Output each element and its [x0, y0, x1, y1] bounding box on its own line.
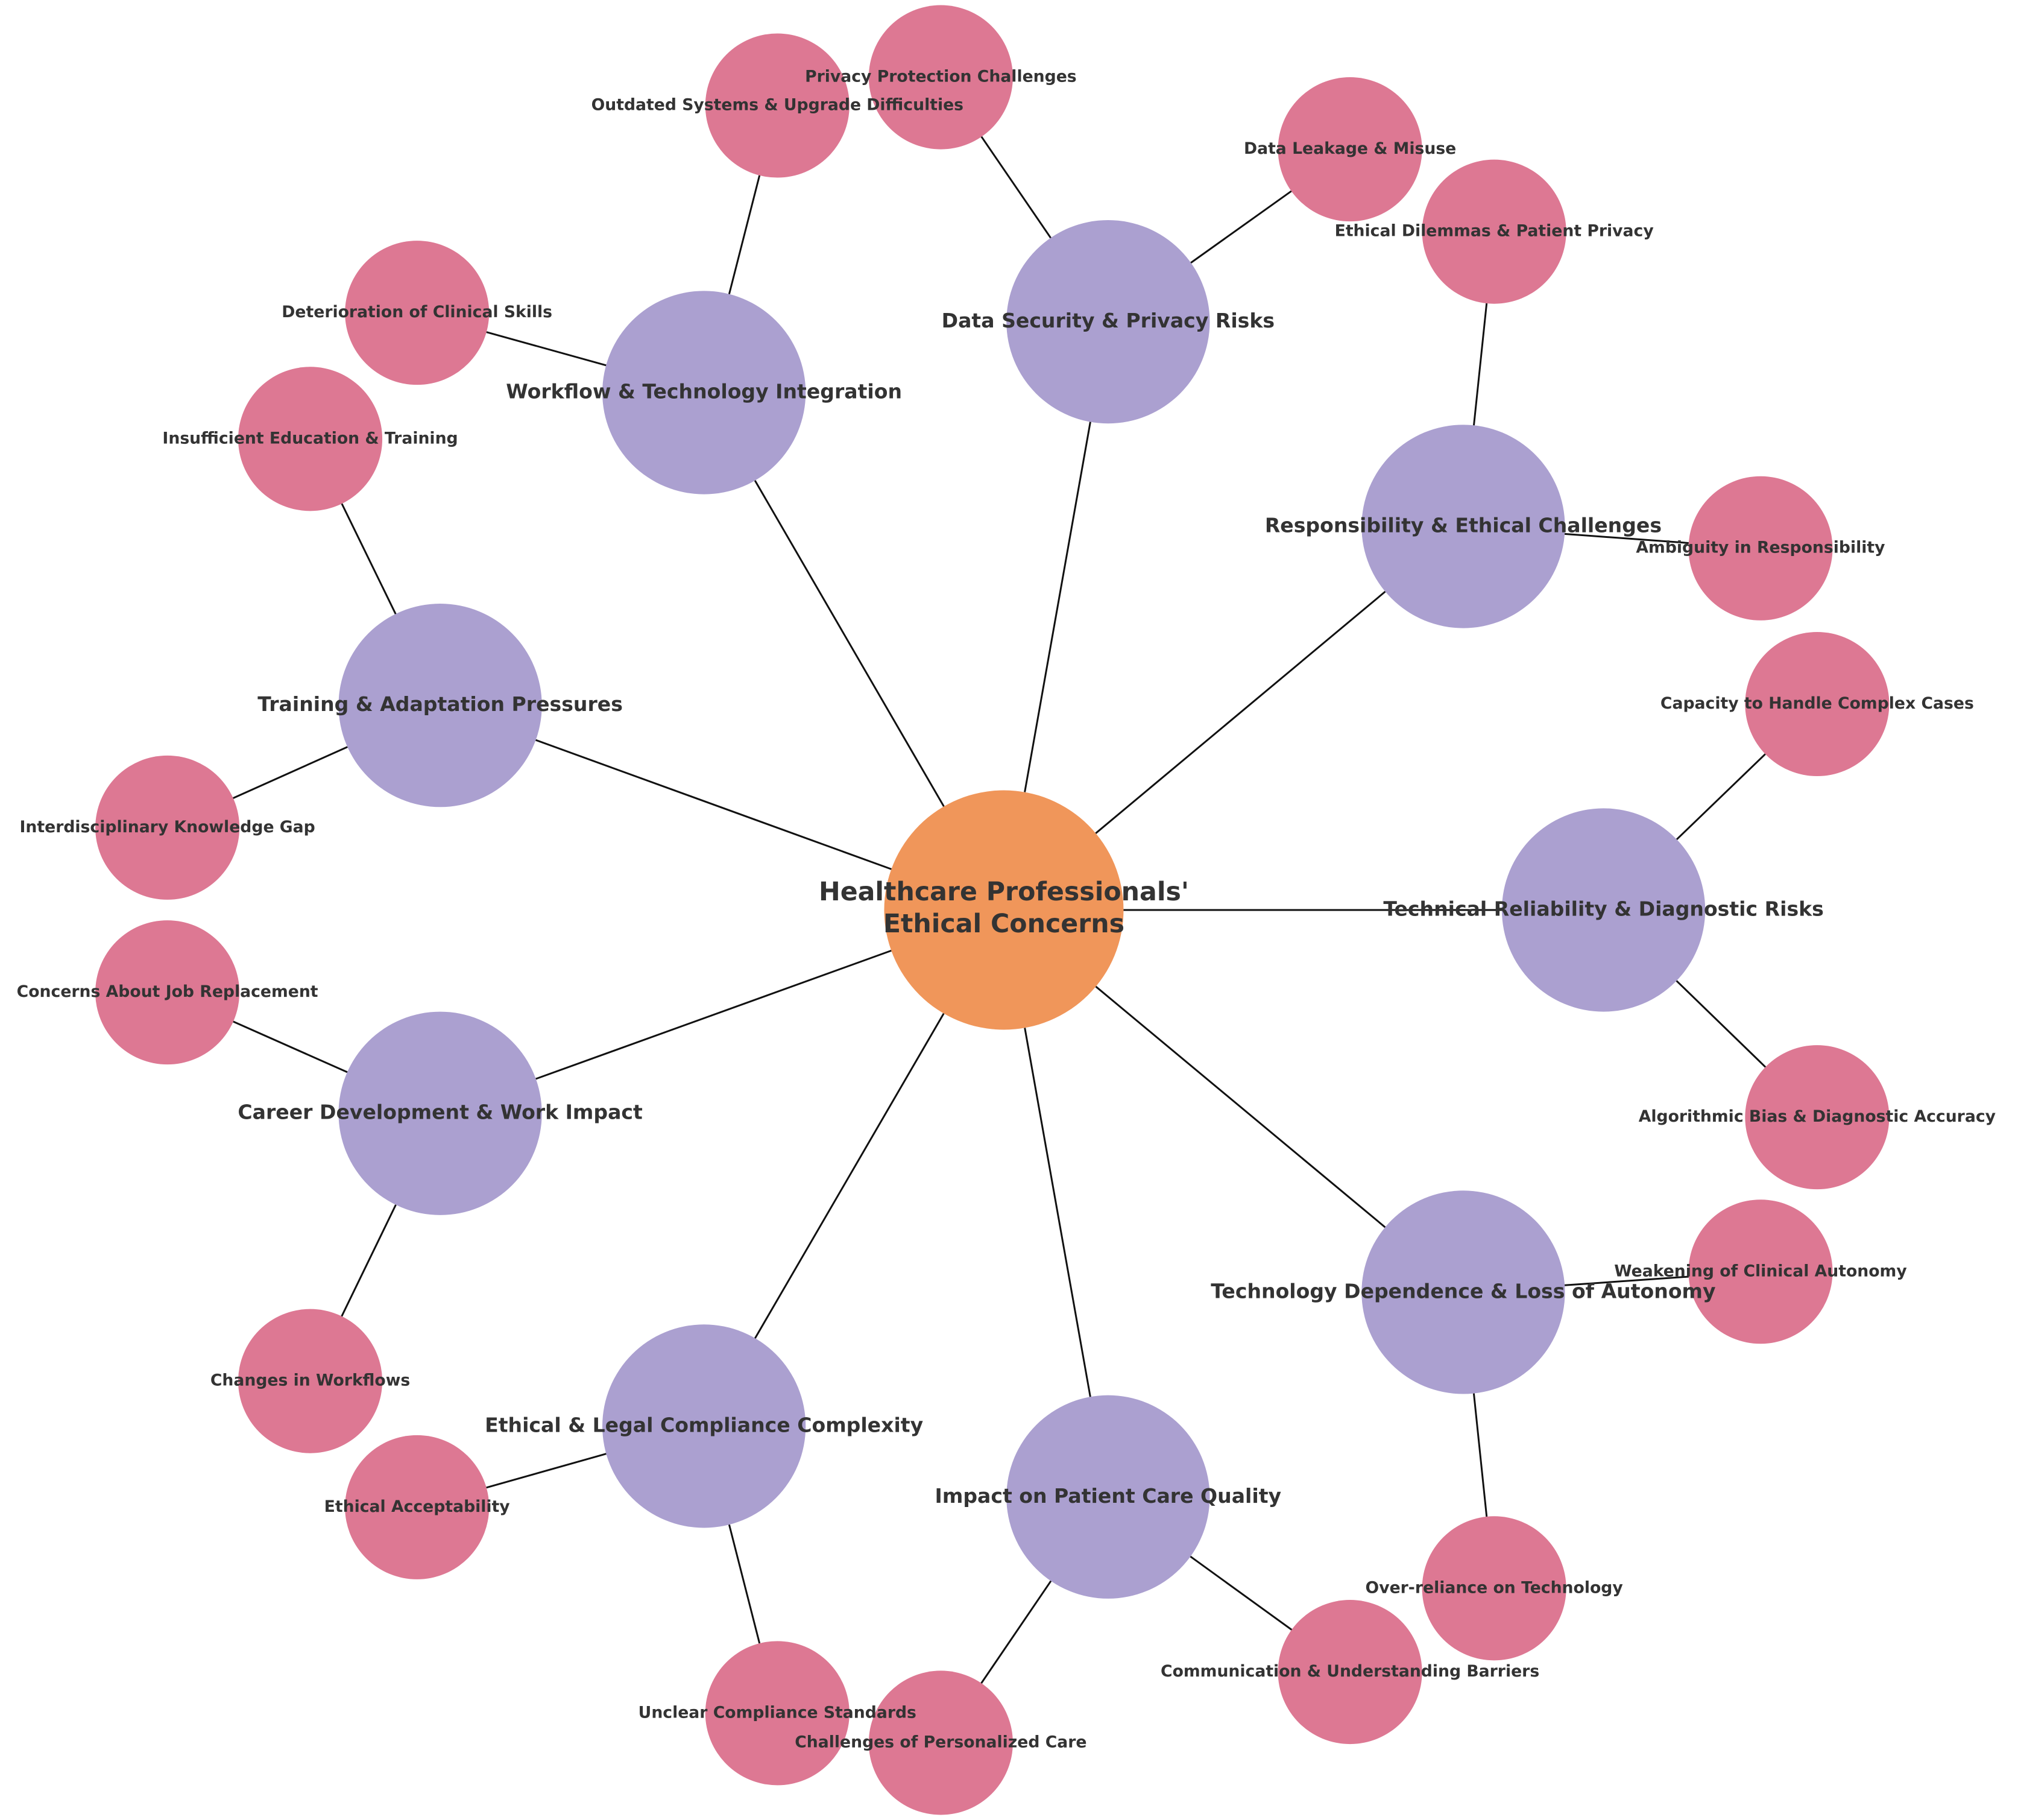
category-label-responsibility-ethical-challenges: Responsibility & Ethical Challenges	[1265, 513, 1662, 537]
category-label-ethical-legal-compliance-complexity: Ethical & Legal Compliance Complexity	[485, 1413, 923, 1436]
category-node-technical-reliability-diagnostic-risks	[1501, 808, 1706, 1012]
edge-center-to-training-adaptation-pressures	[535, 739, 892, 870]
leaf-node-deterioration-of-clinical-skills	[345, 241, 490, 385]
edge-to-insufficient-education-training	[341, 503, 397, 615]
leaf-label-weakening-of-clinical-autonomy: Weakening of Clinical Autonomy	[1614, 1262, 1907, 1280]
center-node-label-line-2: Ethical Concerns	[883, 909, 1124, 939]
leaf-label-unclear-compliance-standards: Unclear Compliance Standards	[639, 1703, 916, 1722]
category-label-workflow-technology-integration: Workflow & Technology Integration	[506, 379, 902, 403]
category-label-technology-dependence-loss-of-autonomy: Technology Dependence & Loss of Autonomy	[1211, 1279, 1715, 1303]
leaf-label-ethical-dilemmas-patient-privacy: Ethical Dilemmas & Patient Privacy	[1335, 222, 1654, 241]
leaf-node-interdisciplinary-knowledge-gap	[95, 755, 240, 900]
leaf-label-capacity-to-handle-complex-cases: Capacity to Handle Complex Cases	[1660, 694, 1974, 713]
leaf-node-over-reliance-on-technology	[1422, 1516, 1566, 1661]
leaf-label-ethical-acceptability: Ethical Acceptability	[324, 1497, 510, 1516]
leaf-node-ethical-dilemmas-patient-privacy	[1422, 159, 1566, 304]
center-node-label-line-1: Healthcare Professionals'	[819, 877, 1189, 907]
leaf-node-ethical-acceptability	[345, 1435, 490, 1579]
category-node-workflow-technology-integration	[602, 291, 806, 494]
leaf-node-outdated-systems-upgrade-difficulties	[705, 33, 850, 178]
edge-to-communication-understanding-barriers	[1190, 1555, 1293, 1631]
edge-center-to-responsibility-ethical-challenges	[1095, 590, 1386, 834]
edge-to-ambiguity-in-responsibility	[1564, 532, 1689, 544]
edge-center-to-workflow-technology-integration	[754, 480, 945, 807]
leaf-node-changes-in-workflows	[238, 1309, 383, 1453]
leaf-label-algorithmic-bias-diagnostic-accuracy: Algorithmic Bias & Diagnostic Accuracy	[1639, 1107, 1996, 1126]
edge-center-to-career-development-work-impact	[535, 949, 892, 1080]
edge-to-over-reliance-on-technology	[1472, 1393, 1488, 1517]
edge-center-to-technology-dependence-loss-of-autonomy	[1095, 985, 1386, 1228]
leaf-node-privacy-protection-challenges	[868, 5, 1013, 150]
center-node-circle	[884, 790, 1124, 1030]
leaf-node-challenges-of-personalized-care	[868, 1670, 1013, 1815]
edge-to-deterioration-of-clinical-skills	[486, 331, 607, 367]
leaf-node-capacity-to-handle-complex-cases	[1745, 631, 1890, 777]
leaf-node-ambiguity-in-responsibility	[1688, 476, 1833, 621]
edge-to-outdated-systems-upgrade-difficulties	[728, 175, 761, 294]
category-node-impact-on-patient-care-quality	[1006, 1395, 1210, 1599]
category-label-training-adaptation-pressures: Training & Adaptation Pressures	[257, 692, 623, 716]
category-label-career-development-work-impact: Career Development & Work Impact	[238, 1101, 643, 1124]
category-node-data-security-privacy-risks	[1006, 220, 1210, 424]
category-label-data-security-privacy-risks: Data Security & Privacy Risks	[942, 309, 1275, 332]
edge-to-algorithmic-bias-diagnostic-accuracy	[1676, 980, 1767, 1068]
leaf-label-interdisciplinary-knowledge-gap: Interdisciplinary Knowledge Gap	[19, 818, 315, 836]
leaf-label-changes-in-workflows: Changes in Workflows	[210, 1371, 410, 1390]
leaf-label-challenges-of-personalized-care: Challenges of Personalized Care	[795, 1733, 1086, 1751]
category-node-technology-dependence-loss-of-autonomy	[1361, 1190, 1565, 1394]
edge-to-data-leakage-misuse	[1190, 190, 1292, 264]
edge-center-to-ethical-legal-compliance-complexity	[754, 1013, 945, 1339]
leaf-label-ambiguity-in-responsibility: Ambiguity in Responsibility	[1636, 539, 1885, 557]
edge-to-capacity-to-handle-complex-cases	[1676, 753, 1766, 841]
edge-to-concerns-about-job-replacement	[233, 1020, 348, 1073]
edge-to-privacy-protection-challenges	[980, 136, 1052, 239]
labels-layer: Healthcare Professionals'Ethical Concern…	[17, 68, 1996, 1752]
leaf-label-privacy-protection-challenges: Privacy Protection Challenges	[805, 68, 1077, 86]
edge-to-changes-in-workflows	[341, 1204, 397, 1317]
edges-layer	[233, 136, 1767, 1684]
category-label-technical-reliability-diagnostic-risks: Technical Reliability & Diagnostic Risks	[1383, 897, 1824, 921]
leaf-node-data-leakage-misuse	[1278, 77, 1422, 222]
edge-to-weakening-of-clinical-autonomy	[1565, 1275, 1689, 1286]
leaf-node-concerns-about-job-replacement	[95, 920, 240, 1065]
leaf-node-algorithmic-bias-diagnostic-accuracy	[1745, 1045, 1890, 1190]
edge-to-ethical-acceptability	[486, 1453, 607, 1489]
leaf-node-unclear-compliance-standards	[705, 1641, 850, 1786]
leaf-node-communication-understanding-barriers	[1278, 1600, 1422, 1745]
edge-to-unclear-compliance-standards	[728, 1524, 761, 1644]
leaf-label-over-reliance-on-technology: Over-reliance on Technology	[1366, 1578, 1623, 1597]
leaf-label-concerns-about-job-replacement: Concerns About Job Replacement	[17, 982, 318, 1001]
category-node-ethical-legal-compliance-complexity	[602, 1324, 806, 1528]
leaf-node-weakening-of-clinical-autonomy	[1688, 1199, 1833, 1344]
edge-to-interdisciplinary-knowledge-gap	[233, 746, 348, 799]
leaf-label-communication-understanding-barriers: Communication & Understanding Barriers	[1161, 1662, 1539, 1681]
edge-center-to-data-security-privacy-risks	[1024, 422, 1091, 792]
edge-to-ethical-dilemmas-patient-privacy	[1473, 303, 1488, 426]
leaf-label-outdated-systems-upgrade-difficulties: Outdated Systems & Upgrade Difficulties	[591, 96, 963, 115]
category-node-responsibility-ethical-challenges	[1361, 425, 1565, 628]
leaf-label-insufficient-education-training: Insufficient Education & Training	[162, 429, 458, 447]
category-node-training-adaptation-pressures	[338, 604, 542, 807]
leaf-label-deterioration-of-clinical-skills: Deterioration of Clinical Skills	[282, 303, 552, 321]
category-node-career-development-work-impact	[338, 1011, 542, 1215]
category-label-impact-on-patient-care-quality: Impact on Patient Care Quality	[935, 1484, 1282, 1508]
nodes-layer	[95, 5, 1890, 1815]
edge-to-challenges-of-personalized-care	[980, 1580, 1052, 1684]
leaf-node-insufficient-education-training	[238, 367, 383, 511]
leaf-label-data-leakage-misuse: Data Leakage & Misuse	[1244, 139, 1456, 158]
edge-center-to-impact-on-patient-care-quality	[1024, 1028, 1091, 1397]
